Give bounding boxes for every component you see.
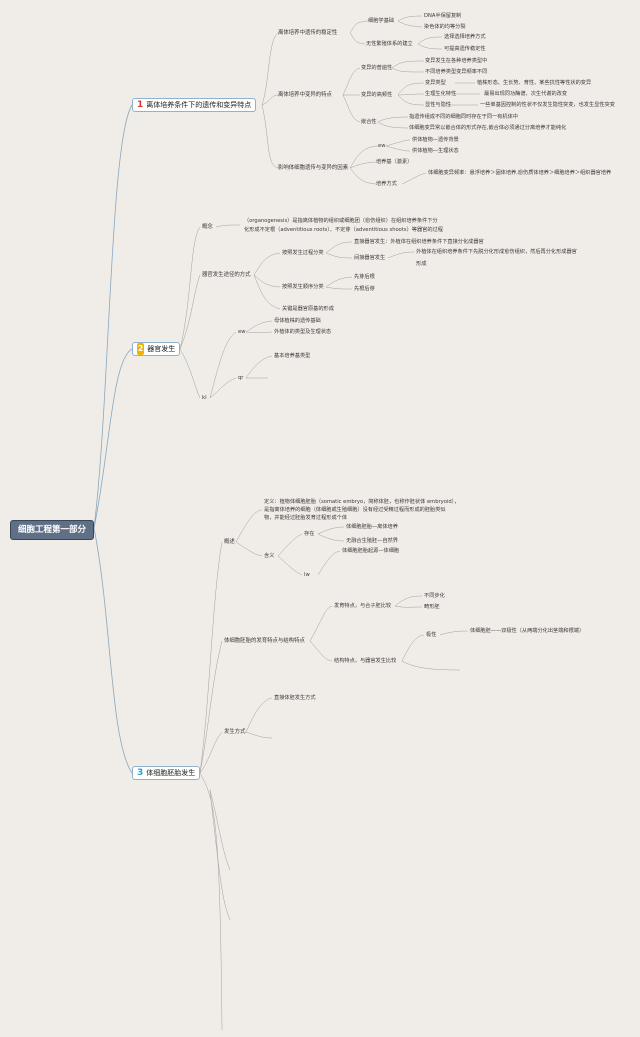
- topic-node[interactable]: 外植体在组织培养条件下先脱分化形成愈伤组织，然后再分化形成器官: [416, 249, 577, 255]
- topic-node[interactable]: 是指离体培养的细胞（体细胞或生殖细胞）没有经过受精过程而形成的胚胎类似: [264, 507, 446, 513]
- branch-number: 2: [137, 343, 145, 355]
- topic-node[interactable]: 体细胞胚胎起源—体细胞: [342, 548, 400, 554]
- topic-node[interactable]: 离体培养中遗传的稳定性: [278, 30, 338, 36]
- topic-node[interactable]: 显性与隐性: [425, 102, 451, 108]
- topic-node[interactable]: DNA半保留复制: [424, 13, 462, 19]
- topic-node[interactable]: 器官发生途径的方式: [202, 272, 251, 278]
- topic-node[interactable]: kl: [202, 395, 207, 401]
- branch-title: 器官发生: [147, 345, 176, 353]
- branch-number: 1: [137, 100, 144, 110]
- topic-node[interactable]: 先根后芽: [354, 286, 375, 292]
- topic-node[interactable]: 物，并能经过胚胎发育过程形成个体: [264, 515, 348, 521]
- topic-node[interactable]: 不同培养类型变异频率不同: [425, 69, 488, 75]
- topic-node[interactable]: 直接器官发生：外植体在组织培养条件下直接分化成器官: [354, 239, 484, 245]
- topic-node[interactable]: 选择选择培养方式: [444, 34, 486, 40]
- topic-node[interactable]: 植株形态、生长势、育性、某些抗性等性状的变异: [477, 80, 592, 86]
- topic-node[interactable]: 按照发生顺序分类: [282, 284, 324, 290]
- topic-node[interactable]: ew: [378, 143, 386, 149]
- topic-node[interactable]: 基本培养基类型: [274, 353, 311, 359]
- topic-node[interactable]: 体细胞胚胎—离体培养: [346, 524, 398, 530]
- topic-node[interactable]: 形成: [416, 261, 427, 267]
- topic-node[interactable]: 无融合生殖胚—自然界: [346, 538, 398, 544]
- topic-node[interactable]: 最易出现同功酶谱、次生代谢的改变: [484, 91, 568, 97]
- branch-number: 3: [137, 768, 144, 778]
- topic-node[interactable]: 供体植物—遗传背景: [412, 137, 459, 143]
- topic-node[interactable]: 畸形胚: [424, 604, 440, 610]
- topic-node[interactable]: 变异的高频性: [361, 92, 393, 98]
- branch-title: 体细胞胚胎发生: [146, 769, 196, 777]
- topic-node[interactable]: 概念: [202, 224, 213, 230]
- topic-node[interactable]: 按照发生过程分类: [282, 250, 324, 256]
- topic-node[interactable]: 一些单基因控制的性状不仅发生隐性突变，也发生显性突变: [480, 102, 615, 108]
- root-node[interactable]: 细胞工程第一部分: [10, 520, 94, 540]
- topic-node[interactable]: 概述: [224, 539, 235, 545]
- topic-node[interactable]: 定义：植物体细胞胚胎（somatic embryo，简称体胚，也称作胚状体 em…: [264, 499, 460, 505]
- topic-node[interactable]: 嵌合性: [361, 119, 377, 125]
- topic-node[interactable]: 变异发生在各种培养类型中: [425, 58, 488, 64]
- topic-node[interactable]: 外植体的类型及生理状态: [274, 329, 332, 335]
- topic-node[interactable]: 可提高遗传稳定性: [444, 46, 486, 52]
- topic-node[interactable]: 存在: [304, 531, 315, 537]
- topic-node[interactable]: 细胞学基础: [368, 18, 394, 24]
- topic-node[interactable]: qr: [238, 375, 244, 381]
- topic-node[interactable]: 供体植物—生理状态: [412, 148, 459, 154]
- topic-node[interactable]: 化形成不定根（adventitious roots）、不定芽（adventiti…: [244, 227, 443, 233]
- topic-node[interactable]: ew: [238, 329, 246, 335]
- topic-node[interactable]: 体细胞变异常以嵌合体的形式存在,嵌合体必须通过分离培养才能纯化: [409, 125, 567, 131]
- topic-node[interactable]: 体细胞变异频率：悬浮培养＞固体培养,愈伤质体培养＞细胞培养＞组织器官培养: [428, 170, 612, 176]
- topic-node[interactable]: 极性: [426, 632, 437, 638]
- topic-node[interactable]: 先芽后根: [354, 274, 375, 280]
- topic-node[interactable]: 影响体细胞遗传与变异的因素: [278, 165, 349, 171]
- topic-node[interactable]: 培养方式: [376, 181, 397, 187]
- topic-node[interactable]: 发育特点，与合子胚比较: [334, 603, 392, 609]
- topic-node[interactable]: 离体培养中变异的特点: [278, 92, 332, 98]
- topic-node[interactable]: 结构特点，与器官发生比较: [334, 658, 397, 664]
- topic-node[interactable]: 培养基（激素）: [376, 159, 413, 165]
- topic-node[interactable]: 间接器官发生: [354, 255, 386, 261]
- topic-node[interactable]: 关键是器官原基的形成: [282, 306, 334, 312]
- topic-node[interactable]: 含义: [264, 553, 275, 559]
- topic-node[interactable]: 体细胞胚——双极性（从两端分化出茎端和根端）: [470, 628, 585, 634]
- topic-node[interactable]: 直接体胚发生方式: [274, 695, 316, 701]
- topic-node[interactable]: 无性繁殖体系的建立: [366, 41, 413, 47]
- topic-node[interactable]: 变异的普遍性: [361, 65, 393, 71]
- topic-node[interactable]: 不同步化: [424, 593, 445, 599]
- topic-node[interactable]: 生理生化特性: [425, 91, 457, 97]
- topic-node[interactable]: 指遗传组成不同的细胞同时存在于同一有机体中: [409, 114, 518, 120]
- topic-node[interactable]: 体细胞胚胎的发育特点与结构特点: [224, 638, 305, 644]
- topic-node[interactable]: 母体植株的遗传基础: [274, 318, 321, 324]
- topic-node[interactable]: 变异类型: [425, 80, 446, 86]
- topic-node[interactable]: （organogenesis）是指离体植物的组织或细胞团（愈伤组织）在组织培养条…: [244, 218, 438, 224]
- topic-node[interactable]: 染色体的均等分裂: [424, 24, 466, 30]
- topic-node[interactable]: lw: [304, 572, 310, 578]
- topic-node[interactable]: 发生方式: [224, 729, 246, 735]
- branch-title: 离体培养条件下的遗传和变异特点: [146, 101, 252, 109]
